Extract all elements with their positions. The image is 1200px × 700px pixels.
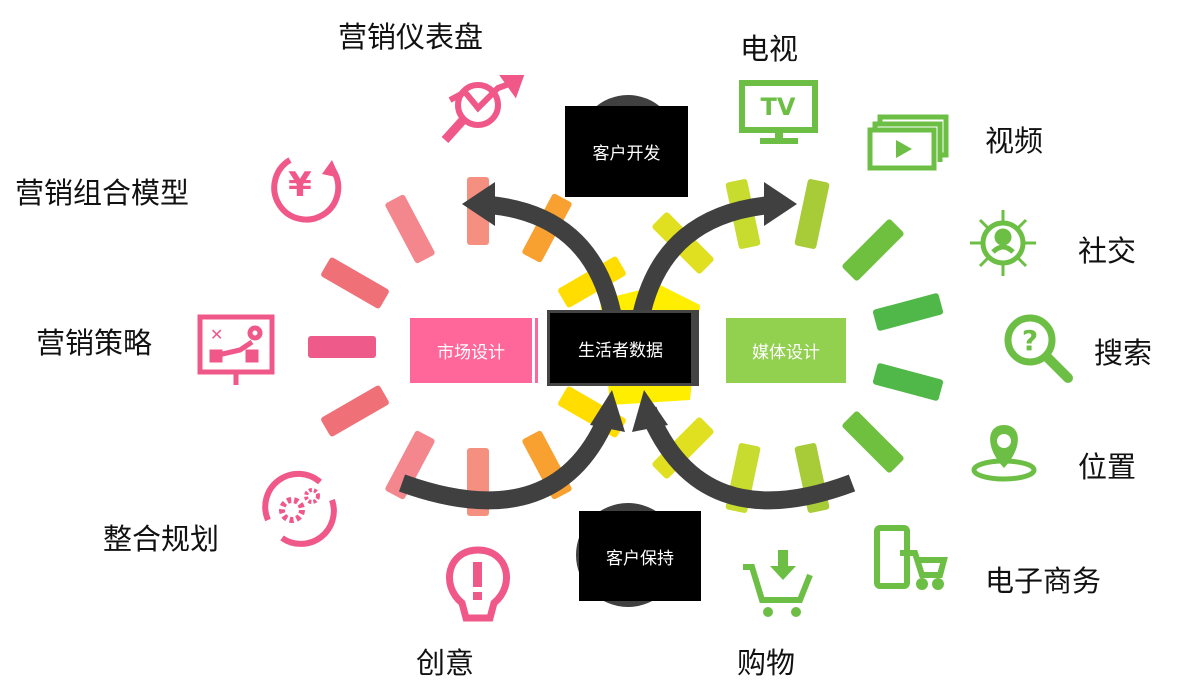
ecommerce-icon	[874, 525, 948, 590]
label-marketing-strategy: 营销策略	[36, 326, 153, 360]
label-tv: 电视	[740, 32, 799, 66]
radial-bar	[385, 430, 435, 500]
consumer-data-label: 生活者数据	[578, 340, 663, 361]
label-search: 搜索	[1094, 336, 1153, 370]
radial-bar	[842, 411, 904, 473]
market-design-box: 市场设计	[410, 318, 535, 383]
label-location: 位置	[1078, 450, 1137, 484]
arrow-top-left	[488, 196, 621, 315]
svg-text:¥: ¥	[288, 165, 312, 205]
search-icon: ?	[1004, 314, 1073, 383]
arrowhead-icon	[462, 182, 495, 226]
customer-acquisition-label: 客户开发	[592, 144, 661, 164]
radial-bar	[842, 219, 904, 281]
label-marketing-mix-model: 营销组合模型	[15, 176, 190, 210]
label-social: 社交	[1078, 234, 1137, 268]
gears-cycle-icon	[262, 470, 337, 547]
radial-bar	[872, 293, 944, 331]
label-marketing-dashboard: 营销仪表盘	[338, 20, 484, 54]
video-icon	[867, 114, 949, 171]
social-network-icon	[970, 210, 1036, 276]
label-creative: 创意	[416, 646, 475, 680]
customer-retention-label: 客户保持	[606, 548, 674, 569]
label-shopping: 购物	[737, 646, 796, 680]
customer-retention-box: 客户保持	[579, 511, 701, 601]
radial-bar	[385, 194, 435, 264]
media-design-label: 媒体设计	[752, 343, 820, 363]
label-integrated-planning: 整合规划	[103, 522, 220, 556]
radial-bar	[652, 417, 714, 479]
radial-bar	[308, 336, 376, 358]
strategy-board-icon: ✕	[197, 314, 275, 385]
arrowhead-icon	[632, 390, 668, 432]
radial-bar	[794, 179, 830, 249]
arrow-bottom-left	[398, 406, 619, 510]
tv-icon: TV	[739, 80, 818, 144]
arrowhead-icon	[764, 182, 797, 226]
label-ecommerce: 电子商务	[985, 564, 1102, 598]
media-design-box: 媒体设计	[726, 318, 846, 383]
label-video: 视频	[985, 124, 1044, 158]
arrowhead-icon	[590, 390, 625, 432]
radial-bar	[558, 256, 626, 308]
arrows	[398, 196, 856, 510]
market-design-label: 市场设计	[437, 343, 505, 363]
shopping-cart-icon	[743, 550, 813, 617]
location-pin-icon	[971, 425, 1037, 482]
radial-bar	[321, 257, 389, 309]
svg-text:✕: ✕	[210, 325, 223, 344]
lightbulb-icon	[446, 546, 510, 622]
radial-bar	[321, 385, 389, 437]
yen-cycle-icon: ¥	[271, 157, 342, 223]
consumer-data-box: 生活者数据	[547, 310, 699, 386]
svg-text:?: ?	[1022, 324, 1038, 357]
radial-bar	[872, 363, 944, 401]
customer-acquisition-box: 客户开发	[565, 106, 688, 197]
arrow-top-right	[633, 196, 771, 315]
svg-text:TV: TV	[761, 93, 796, 121]
magnifier-chart-icon	[441, 75, 525, 144]
arrow-bottom-right	[639, 406, 856, 510]
